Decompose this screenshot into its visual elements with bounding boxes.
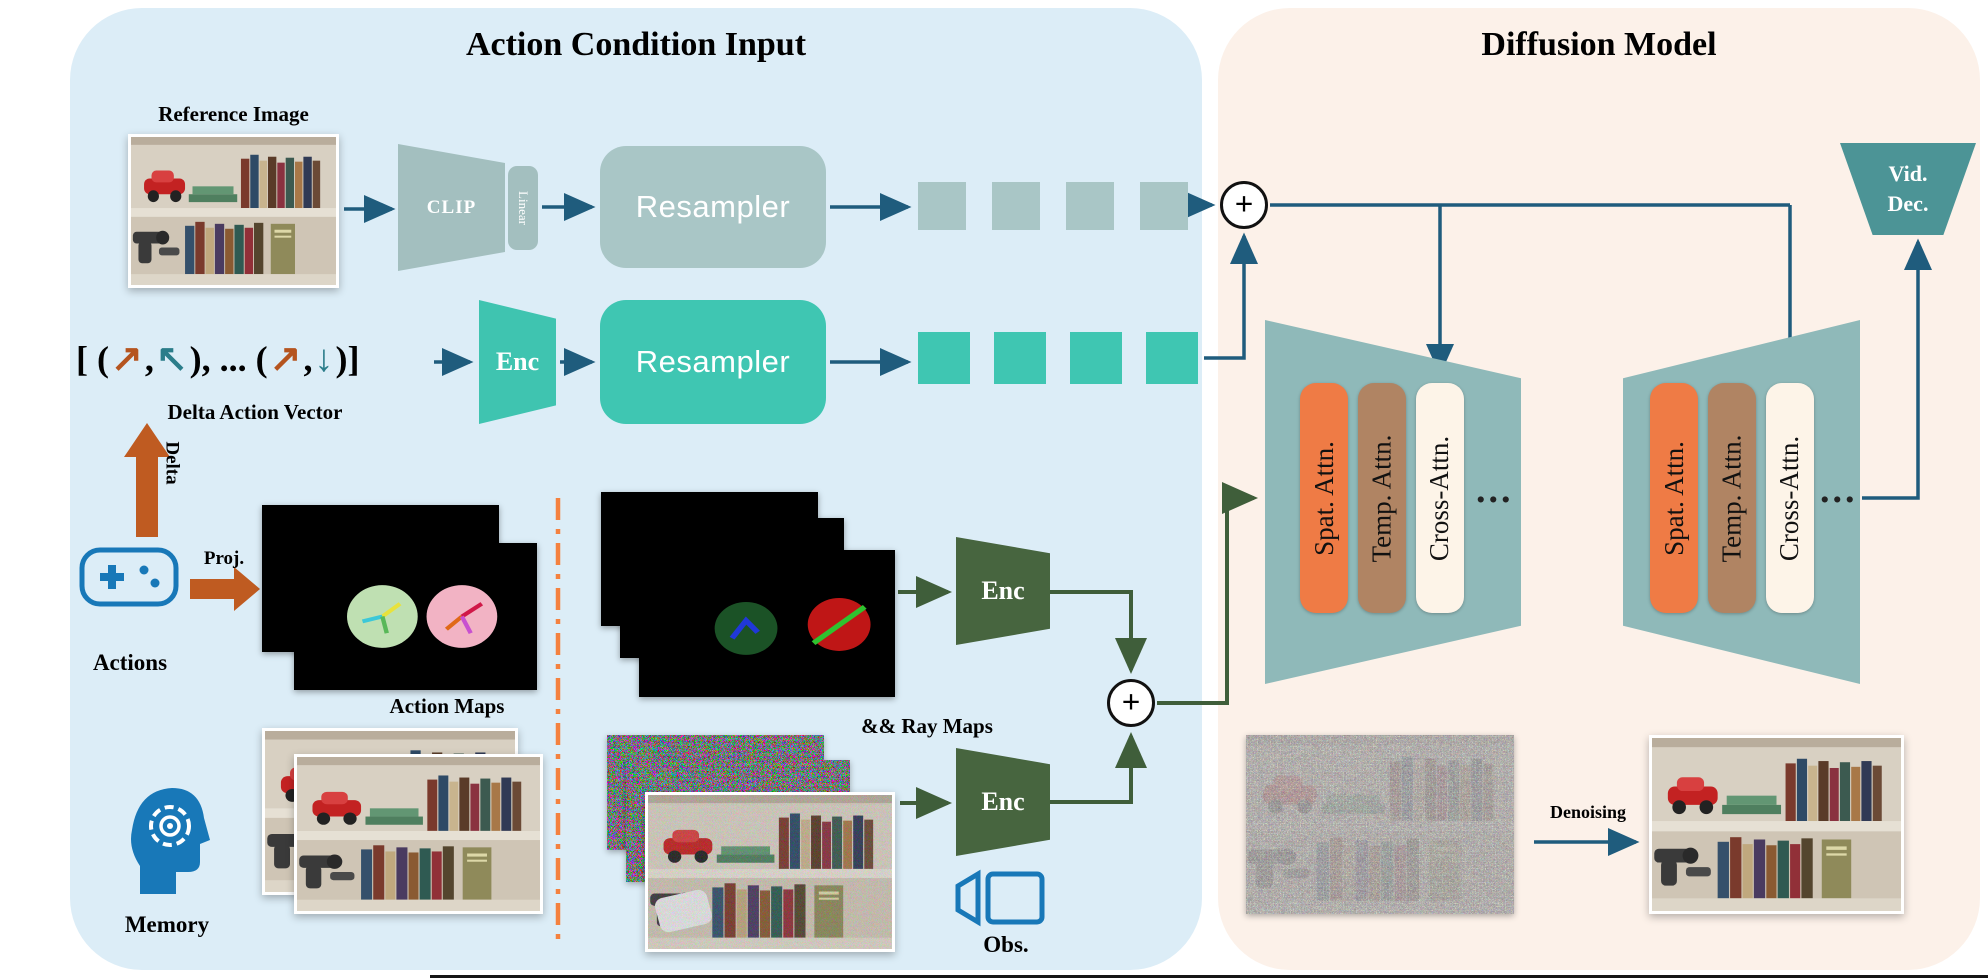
- ray-maps-label: && Ray Maps: [861, 714, 993, 738]
- observation-photo-front: [645, 792, 895, 952]
- enc-observations: Enc: [956, 748, 1050, 856]
- token-square: [1146, 332, 1198, 384]
- delta-action-vector-label: Delta Action Vector: [167, 400, 343, 424]
- token-square: [1140, 182, 1188, 230]
- obs-label: Obs.: [983, 932, 1029, 957]
- temporal-attention-2: Temp. Attn.: [1708, 383, 1756, 613]
- vector-comma2: ,: [303, 338, 313, 379]
- left-panel-title: Action Condition Input: [465, 26, 807, 63]
- action-token-squares: [918, 332, 1198, 384]
- memory-head-icon: [131, 788, 210, 894]
- ellipsis-2: ...: [1820, 469, 1858, 511]
- delta-action-vector: [ (↗,↖), ... (↗,↓)]: [76, 336, 359, 381]
- memory-photo-front: [294, 754, 543, 914]
- cross-attention-2: Cross-Attn.: [1766, 383, 1814, 613]
- proj-label: Proj.: [203, 548, 245, 569]
- actions-label: Actions: [92, 650, 168, 675]
- reference-image: [128, 134, 339, 288]
- plus-combine-bottom: +: [1107, 679, 1155, 727]
- enc-delta: Enc: [479, 300, 556, 424]
- enc-action-label: Enc: [981, 576, 1025, 605]
- vector-comma1: ,: [144, 338, 154, 379]
- token-square: [994, 332, 1046, 384]
- arrow-up-right-icon: ↗: [269, 338, 302, 380]
- image-token-squares: [918, 182, 1188, 230]
- memory-label: Memory: [124, 912, 210, 937]
- token-square: [1066, 182, 1114, 230]
- cross-attention-1: Cross-Attn.: [1416, 383, 1464, 613]
- resampler-bottom: Resampler: [600, 300, 826, 424]
- token-square: [1070, 332, 1122, 384]
- vector-close: )]: [335, 338, 360, 379]
- arrow-up-right-icon: ↗: [110, 338, 143, 380]
- spatial-attention-2: Spat. Attn.: [1650, 383, 1698, 613]
- vector-open: [ (: [76, 338, 109, 379]
- noisy-latent-image: [1246, 735, 1514, 914]
- action-map-frame-front: [294, 543, 537, 690]
- ellipsis-1: ...: [1476, 469, 1514, 511]
- linear-layer: Linear: [508, 166, 538, 250]
- enc-delta-label: Enc: [495, 347, 540, 376]
- gamepad-icon: [79, 547, 179, 607]
- token-square: [918, 332, 970, 384]
- vector-mid: ), ... (: [189, 338, 268, 379]
- clip-label: CLIP: [426, 196, 477, 218]
- camera-obs-icon: [955, 869, 1045, 927]
- right-panel-title: Diffusion Model: [1481, 26, 1717, 63]
- enc-obs-label: Enc: [981, 787, 1025, 816]
- denoising-label: Denoising: [1549, 802, 1627, 822]
- action-maps-label: Action Maps: [389, 694, 505, 718]
- token-square: [918, 182, 966, 230]
- spatial-attention-1: Spat. Attn.: [1300, 383, 1348, 613]
- delta-arrow-label: Delta: [161, 441, 183, 485]
- temporal-attention-1: Temp. Attn.: [1358, 383, 1406, 613]
- enc-action-maps: Enc: [956, 537, 1050, 645]
- reference-image-label: Reference Image: [158, 102, 309, 126]
- arrow-down-icon: ↓: [314, 337, 334, 380]
- vid-dec-line2: Dec.: [1887, 191, 1929, 216]
- page-rule: [430, 975, 1988, 978]
- ray-map-frame-front: [639, 550, 895, 697]
- linear-label: Linear: [516, 191, 532, 225]
- clip-encoder: CLIP: [398, 144, 505, 271]
- plus-combine-top: +: [1220, 181, 1268, 229]
- resampler-top: Resampler: [600, 146, 826, 268]
- arrow-up-left-icon: ↖: [155, 338, 188, 380]
- vid-dec-line1: Vid.: [1888, 161, 1928, 187]
- token-square: [992, 182, 1040, 230]
- denoised-image: [1649, 735, 1904, 914]
